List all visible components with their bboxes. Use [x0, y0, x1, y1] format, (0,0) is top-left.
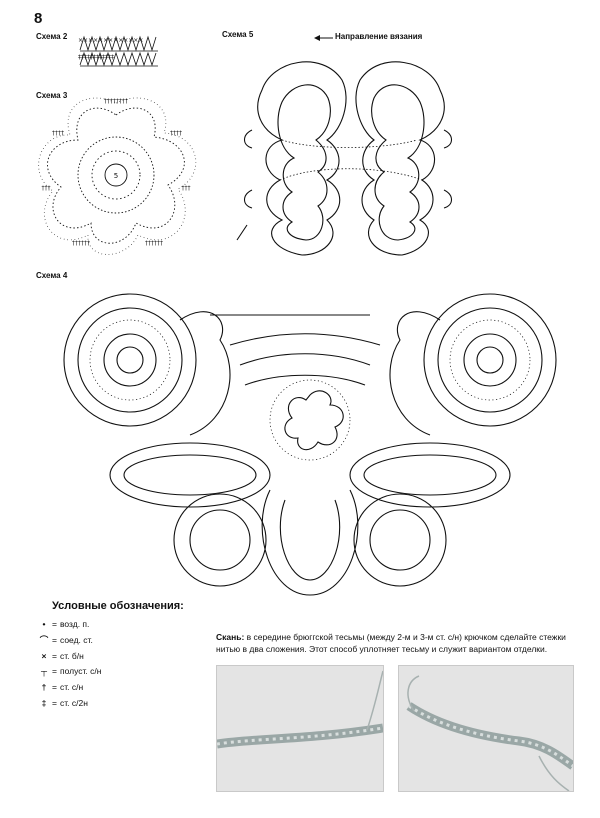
svg-text:†††: †††: [182, 185, 191, 192]
svg-text:††††: ††††: [52, 130, 64, 137]
scheme4-diagram: [63, 293, 557, 596]
legend-title: Условные обозначения:: [52, 600, 184, 612]
svg-text:‡‡‡‡‡‡‡‡‡‡‡‡: ‡‡‡‡‡‡‡‡‡‡‡‡: [78, 54, 114, 61]
scan-text: в середине брюггской тесьмы (между 2-м и…: [216, 632, 566, 654]
knitting-direction-label: Направление вязания: [335, 32, 423, 41]
legend-item: ┬ = полуст. с/н: [36, 664, 101, 680]
direction-arrow-icon: [314, 35, 333, 41]
svg-text:††††††: ††††††: [72, 240, 90, 247]
braid-photo-right: [398, 665, 574, 792]
svg-text:†††: †††: [42, 185, 51, 192]
svg-text:††††††: ††††††: [145, 240, 163, 247]
scheme3-center-number: 5: [114, 172, 118, 180]
scheme2-label: Схема 2: [36, 32, 68, 41]
braid-photo-right-image: [399, 666, 573, 791]
slip-stitch-icon: ⌒: [39, 634, 49, 645]
legend-item: ⌒ = соед. ст.: [36, 633, 101, 649]
scheme5-diagram: [236, 61, 453, 256]
scheme4-label: Схема 4: [36, 271, 68, 280]
scan-description: Скань: в середине брюггской тесьмы (межд…: [216, 631, 574, 655]
scheme3-label: Схема 3: [36, 91, 68, 100]
legend-item: † = ст. с/н: [36, 680, 101, 696]
svg-text:×××××××××××××: ×××××××××××××: [78, 37, 143, 44]
page-number: 8: [34, 10, 43, 27]
half-double-crochet-icon: ┬: [40, 666, 48, 677]
legend-item: × = ст. б/н: [36, 649, 101, 665]
svg-text:††††††††: ††††††††: [104, 98, 128, 105]
legend-item: • = возд. п.: [36, 617, 101, 633]
scan-title: Скань:: [216, 632, 245, 642]
legend-item: ‡ = ст. с/2н: [36, 696, 101, 712]
svg-text:††††: ††††: [170, 130, 182, 137]
scheme2-diagram: ××××××××××××× ‡‡‡‡‡‡‡‡‡‡‡‡: [78, 35, 158, 67]
braid-photo-left-image: [217, 666, 383, 791]
single-crochet-icon: ×: [41, 650, 47, 661]
scheme3-diagram: †††††††† †††† ††† †††††† †††††† ††† ††††…: [38, 97, 197, 255]
braid-photo-left: [216, 665, 384, 792]
legend: • = возд. п. ⌒ = соед. ст. × = ст. б/н ┬…: [36, 617, 102, 712]
scheme5-label: Схема 5: [222, 30, 254, 39]
chain-stitch-icon: •: [42, 619, 46, 629]
treble-crochet-icon: ‡: [41, 697, 47, 708]
double-crochet-icon: †: [41, 682, 47, 693]
